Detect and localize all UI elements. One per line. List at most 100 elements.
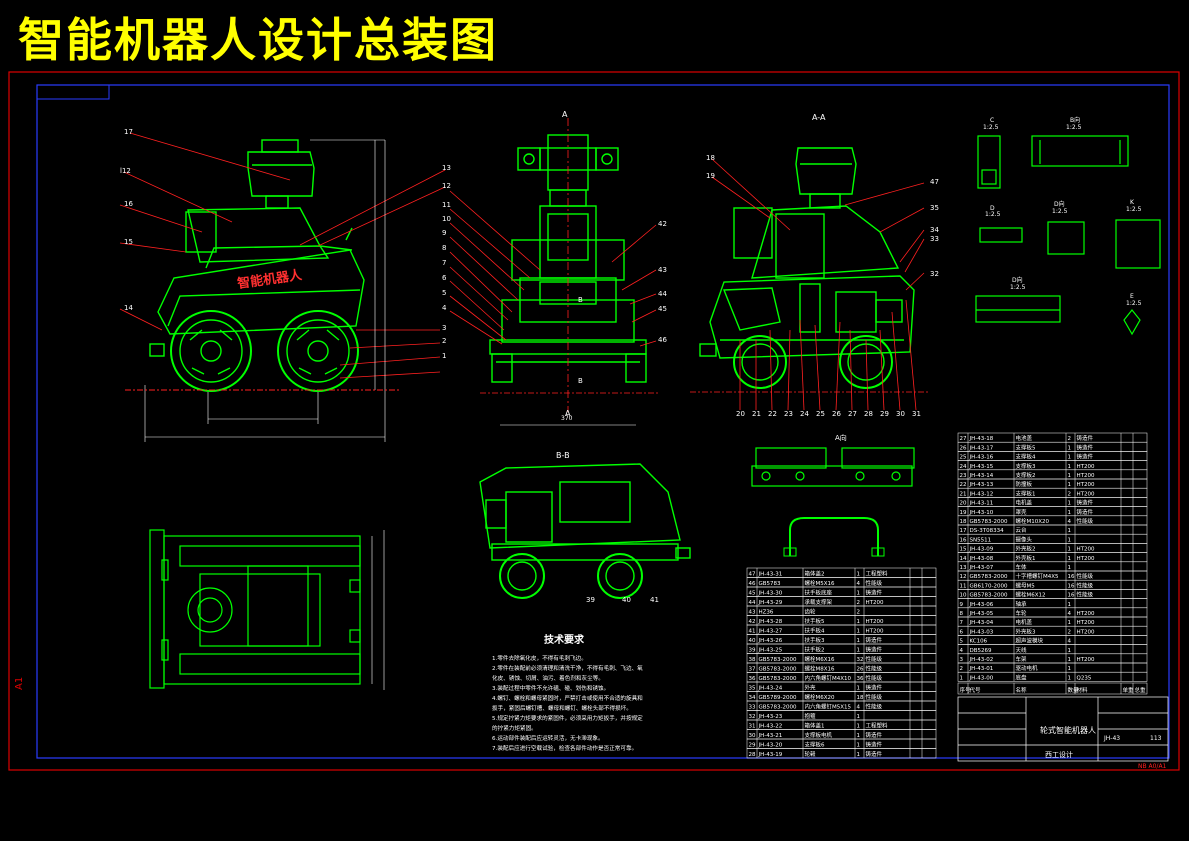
front-label-2: 2 (442, 337, 446, 345)
bom-cell: GB5783-2000 (759, 667, 798, 673)
bom-cell: 26 (960, 445, 967, 451)
bom-cell: HT200 (866, 619, 884, 625)
bom-cell: 30 (749, 733, 756, 739)
bom-cell: KC106 (970, 639, 988, 645)
bom-cell: 1 (857, 743, 861, 749)
bom-cell: 1 (1068, 482, 1072, 488)
bom-cell: 云台 (1016, 526, 1028, 534)
bom-cell: JH-43-08 (969, 556, 994, 562)
bom-cell: 33 (749, 705, 756, 711)
mid-label-42: 42 (658, 220, 667, 228)
bom-cell: 罩壳 (1016, 508, 1028, 516)
bom-cell: HT200 (1077, 547, 1095, 553)
bom-cell: 名称 (1016, 686, 1028, 694)
bom-cell: 18 (857, 695, 864, 701)
svg-text:1:2.5: 1:2.5 (1126, 300, 1142, 307)
bom-cell: SN5511 (970, 537, 992, 543)
bom-cell: 轴承 (1016, 600, 1028, 608)
tech-req-line: 4.螺钉、螺栓和螺母紧固时，严禁打击或使用不合适的旋具和 (492, 694, 643, 702)
inner-frame (36, 84, 1170, 759)
bom-cell: 14 (960, 556, 967, 562)
bom-cell: JH-43-03 (969, 629, 994, 635)
bom-cell: 序号 (960, 686, 972, 694)
bom-cell: 16 (1068, 593, 1075, 599)
bom-cell: JH-43-14 (969, 473, 994, 479)
bom-cell: JH-43-05 (969, 611, 994, 617)
bom-cell: 材料 (1077, 686, 1089, 694)
section-a-top: A (562, 110, 568, 119)
aa-right-label-47: 47 (930, 178, 939, 186)
tech-req-line: 6.运动部件装配后应运转灵活，无卡滞现象。 (492, 734, 604, 742)
bom-cell: GB5783-2000 (759, 676, 798, 682)
bom-cell: 1 (857, 638, 861, 644)
aa-top-label-18: 18 (706, 154, 715, 162)
bottom-label-24: 24 (800, 410, 809, 418)
bom-cell: JH-43-21 (758, 733, 783, 739)
bom-cell: 电池盖 (1016, 434, 1033, 442)
bom-cell: 16 (1068, 574, 1075, 580)
bom-cell: JH-43-29 (758, 600, 783, 606)
bom-cell: 车架 (1016, 655, 1028, 663)
bottom-label-23: 23 (784, 410, 793, 418)
bom-cell: 1 (857, 752, 861, 758)
bom-cell: GB6170-2000 (970, 583, 1009, 589)
bom-cell: 17 (960, 528, 967, 534)
bom-cell: 31 (749, 724, 756, 730)
bom-cell: 45 (749, 591, 756, 597)
bom-cell: 性能级 (866, 579, 883, 587)
side-view (149, 139, 365, 392)
bom-cell: JH-43-07 (969, 565, 994, 571)
bom-cell: 21 (960, 491, 967, 497)
bom-cell: 螺栓M6X20 (805, 693, 836, 701)
drawing-title: 智能机器人设计总装图 (18, 13, 498, 67)
bom-cell: HZ36 (759, 610, 774, 616)
bom-cell: JH-43-22 (758, 724, 783, 730)
bom-cell: 7 (960, 620, 964, 626)
bom-cell: 35 (749, 686, 756, 692)
front-label-5: 5 (442, 289, 446, 297)
sheet-code: NB A0/A1 (1138, 763, 1167, 770)
bom-cell: 43 (749, 610, 756, 616)
bom-cell: 1 (1068, 528, 1072, 534)
sheet-size-label: A1 (14, 677, 25, 690)
svg-text:1:2.5: 1:2.5 (983, 124, 999, 131)
bom-cell: 1 (1068, 620, 1072, 626)
bom-cell: 37 (749, 667, 756, 673)
bom-cell: 22 (960, 482, 967, 488)
bom-cell: 6 (960, 629, 964, 635)
bottom-label-30: 30 (896, 410, 905, 418)
tech-req-line: 1.零件去除氧化皮，不得有毛刺飞边。 (492, 654, 587, 662)
bom-cell: 2 (857, 610, 861, 616)
bom-cell: 齿轮 (805, 608, 817, 616)
bom-cell: JH-43-31 (758, 572, 783, 578)
bom-cell: HT200 (1077, 473, 1095, 479)
bom-cell: 1 (1068, 602, 1072, 608)
bom-cell: 承载支撑架 (805, 598, 833, 606)
bom-cell: JH-43-19 (758, 752, 783, 758)
bom-cell: 总重 (1135, 686, 1147, 694)
bom-cell: 32 (857, 657, 864, 663)
bom-cell: 螺栓M10X20 (1016, 517, 1050, 525)
bom-cell: 15 (960, 547, 967, 553)
bom-cell: 1 (1068, 510, 1072, 516)
bom-cell: JH-43-26 (758, 638, 783, 644)
bom-cell: 1 (857, 724, 861, 730)
svg-text:1:2.5: 1:2.5 (1126, 206, 1142, 213)
svg-text:1:2.5: 1:2.5 (1066, 124, 1082, 131)
bom-cell: 铸造件 (866, 750, 883, 758)
bom-cell: HT200 (866, 600, 884, 606)
bom-cell: 支撑板6 (805, 741, 826, 749)
bom-cell: 铸造件 (866, 741, 883, 749)
bom-cell: JH-43-10 (969, 510, 994, 516)
mid-label-43: 43 (658, 266, 667, 274)
bom-cell: 铸造件 (866, 731, 883, 739)
front-label-8: 8 (442, 244, 446, 252)
front-label-11: 11 (442, 201, 451, 209)
aa-right-label-32: 32 (930, 270, 939, 278)
side-label-17: 17 (124, 128, 133, 136)
bb-label-39: 39 (586, 596, 595, 604)
bom-cell: JH-43-24 (758, 686, 783, 692)
bom-cell: 性能级 (1077, 581, 1094, 589)
